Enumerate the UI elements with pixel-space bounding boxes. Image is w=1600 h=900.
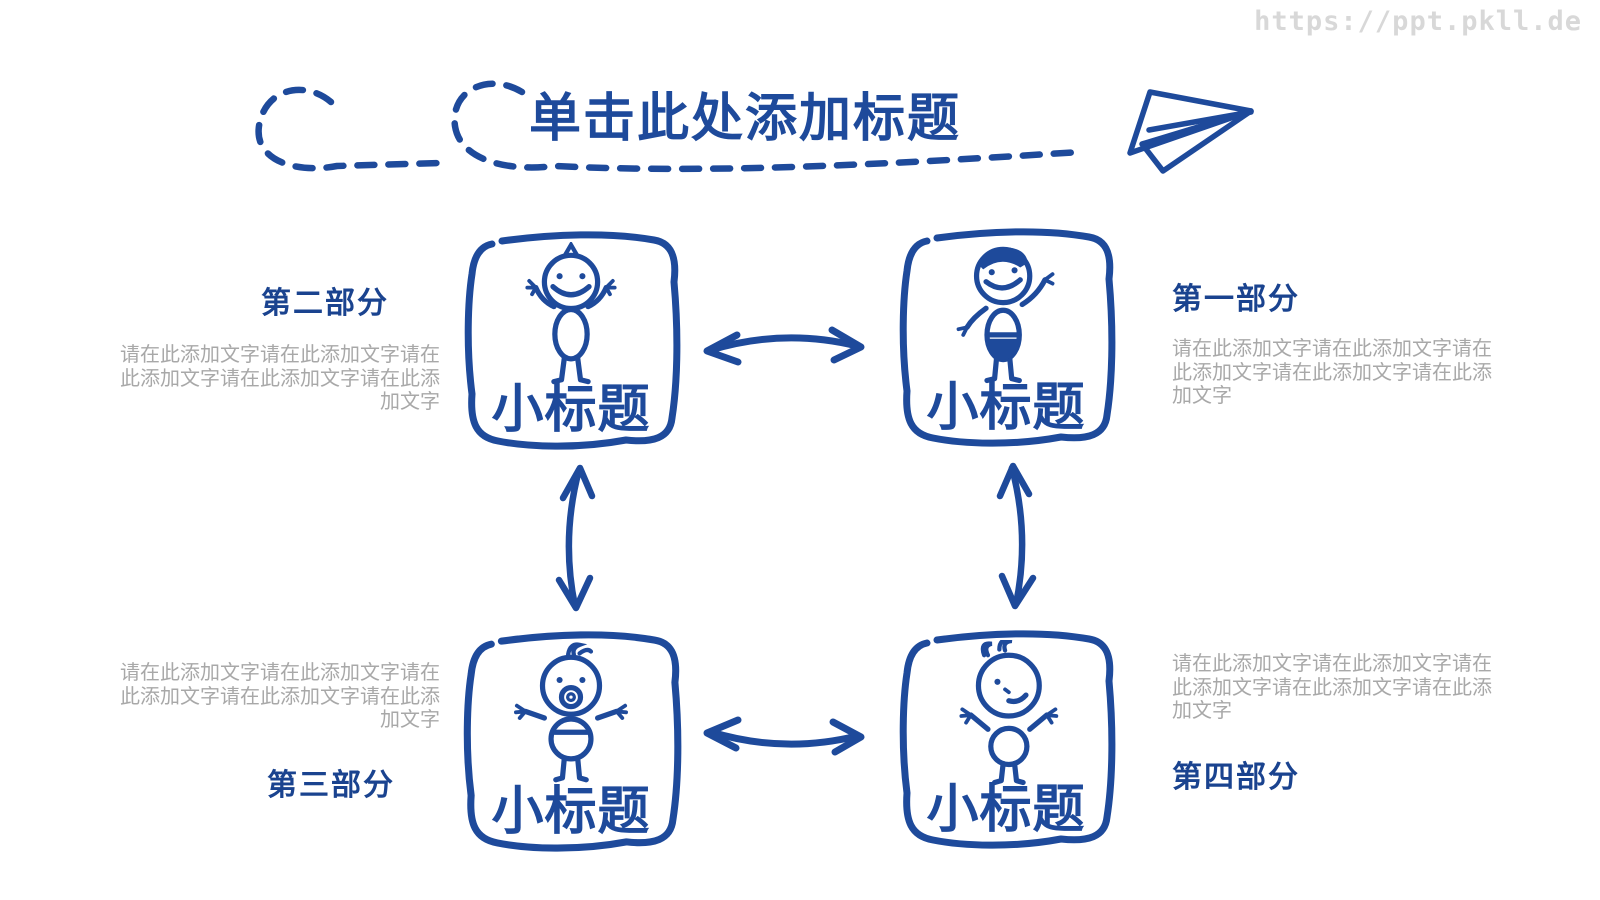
part3-box-label[interactable]: 小标题 [491,783,651,841]
part4-box: 小标题 [893,626,1119,850]
part4-body-placeholder[interactable]: 请在此添加文字请在此添加文字请在此添加文字请在此添加文字请在此添加文字 [1172,653,1492,722]
right-vertical-double-arrow-icon [996,462,1037,610]
waving-boy-figure-icon [956,246,1055,384]
watermark-url: https://ppt.pkll.de [1254,6,1582,37]
part1-body-placeholder[interactable]: 请在此添加文字请在此添加文字请在此添加文字请在此添加文字请在此添加文字 [1172,338,1492,407]
part3-box: 小标题 [457,628,685,852]
part2-box: 小标题 [458,228,684,450]
top-horizontal-double-arrow-icon [703,326,865,366]
part3-heading[interactable]: 第三部分 [267,769,395,802]
hand-drawn-box-border [899,228,1116,447]
left-vertical-double-arrow-icon [555,464,596,612]
hand-drawn-box-border [463,631,682,852]
part4-box-label[interactable]: 小标题 [926,781,1086,839]
paper-airplane-icon [1127,89,1254,174]
part1-box: 小标题 [893,224,1119,448]
part2-heading[interactable]: 第二部分 [261,287,389,320]
part2-box-label[interactable]: 小标题 [491,381,651,439]
pacifier-baby-figure-icon [514,642,628,783]
part4-heading[interactable]: 第四部分 [1172,761,1300,794]
part1-box-label[interactable]: 小标题 [926,379,1086,437]
bottom-horizontal-double-arrow-icon [703,716,865,756]
part3-body-placeholder[interactable]: 请在此添加文字请在此添加文字请在此添加文字请在此添加文字请在此添加文字 [120,662,440,731]
slide-title-placeholder[interactable]: 单击此处添加标题 [528,90,961,148]
hand-drawn-box-border [899,630,1116,849]
part1-heading[interactable]: 第一部分 [1172,283,1300,316]
hand-drawn-box-border [464,231,681,450]
cheering-baby-figure-icon [525,242,617,385]
curly-kid-figure-icon [959,640,1059,786]
part2-body-placeholder[interactable]: 请在此添加文字请在此添加文字请在此添加文字请在此添加文字请在此添加文字 [120,344,440,413]
dashed-doodle-line-icon [255,80,1084,173]
